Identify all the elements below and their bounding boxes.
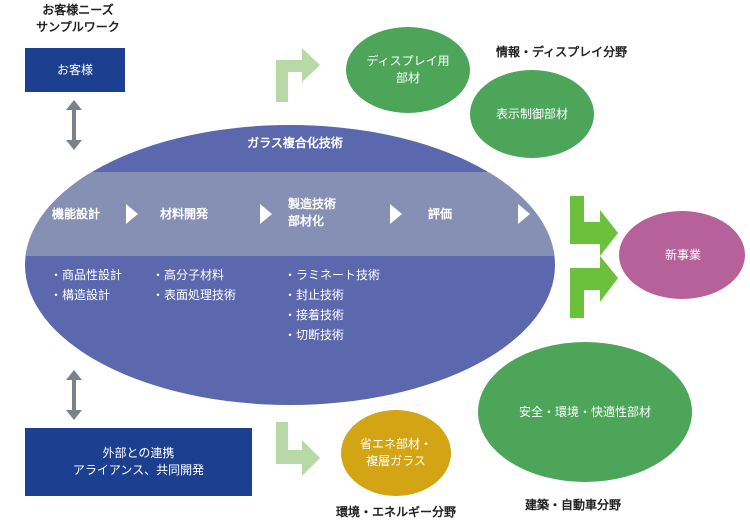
new-business-circle xyxy=(619,211,745,299)
partner-box-line: アライアンス、共同開発 xyxy=(72,463,205,477)
bent-arrow-icon xyxy=(570,256,618,318)
double-arrow-icon xyxy=(66,370,82,420)
ellipse-title: ガラス複合化技術 xyxy=(247,136,343,150)
process-step-label: 機能設計 xyxy=(52,206,100,223)
double-arrow-icon xyxy=(66,100,82,150)
partner-box-line: 外部との連携 xyxy=(102,446,175,460)
process-step-label: 製造技術 部材化 xyxy=(288,196,336,230)
process-step-line: 部材化 xyxy=(288,214,325,228)
tech-list-design: ・商品性設計 ・構造設計 xyxy=(50,265,122,305)
process-step-label: 評価 xyxy=(428,206,452,223)
partner-box: 外部との連携 アライアンス、共同開発 xyxy=(25,428,252,496)
process-chevron-icon xyxy=(126,204,138,224)
process-chevron-icon xyxy=(518,204,530,224)
tech-item: ・ラミネート技術 xyxy=(284,268,381,282)
process-step-line: 製造技術 xyxy=(288,197,337,211)
field-environment-energy: 環境・エネルギー分野 xyxy=(336,505,457,519)
energy-circle xyxy=(341,410,451,496)
field-building-auto: 建築・自動車分野 xyxy=(525,498,622,512)
tech-item: ・封止技術 xyxy=(284,288,345,302)
tech-item: ・高分子材料 xyxy=(152,268,225,282)
new-business-label: 新事業 xyxy=(664,247,701,262)
process-step-line: 機能設計 xyxy=(52,207,101,221)
display-control-circle xyxy=(470,70,594,158)
safety-label: 安全・環境・快適性部材 xyxy=(518,404,651,419)
tech-item: ・接着技術 xyxy=(284,308,345,322)
heading-line: サンプルワーク xyxy=(36,20,120,34)
customer-box-label: お客様 xyxy=(56,62,93,77)
circle-label-line: ディスプレイ用 xyxy=(366,54,450,68)
bent-arrow-icon xyxy=(276,422,320,476)
field-info-display: 情報・ディスプレイ分野 xyxy=(496,45,628,59)
bent-arrow-icon xyxy=(276,48,320,102)
circle-label-line: 省エネ部材・ xyxy=(359,437,432,451)
tech-item: ・構造設計 xyxy=(50,288,111,302)
tech-list-manufacturing: ・ラミネート技術 ・封止技術 ・接着技術 ・切断技術 xyxy=(284,265,380,345)
customer-needs-heading: お客様ニーズ サンプルワーク xyxy=(22,2,134,36)
tech-item: ・表面処理技術 xyxy=(152,288,237,302)
process-chevron-icon xyxy=(260,204,272,224)
process-step-line: 評価 xyxy=(428,207,453,221)
process-chevron-icon xyxy=(390,204,402,224)
display-material-label: ディスプレイ用 部材 xyxy=(346,44,470,96)
tech-item: ・商品性設計 xyxy=(50,268,123,282)
tech-list-material: ・高分子材料 ・表面処理技術 xyxy=(152,265,236,305)
safety-circle xyxy=(478,342,692,482)
tech-item: ・切断技術 xyxy=(284,328,345,342)
circle-label-line: 部材 xyxy=(395,71,420,85)
display-control-label: 表示制御部材 xyxy=(495,106,568,121)
circle-label-line: 複層ガラス xyxy=(366,454,426,468)
process-step-label: 材料開発 xyxy=(160,206,208,223)
bent-arrow-icon xyxy=(570,196,618,256)
heading-line: お客様ニーズ xyxy=(42,3,114,17)
customer-box: お客様 xyxy=(25,48,125,92)
energy-label: 省エネ部材・ 複層ガラス xyxy=(341,427,451,479)
process-band xyxy=(25,172,555,256)
process-step-line: 材料開発 xyxy=(160,207,209,221)
display-material-circle xyxy=(346,27,470,113)
